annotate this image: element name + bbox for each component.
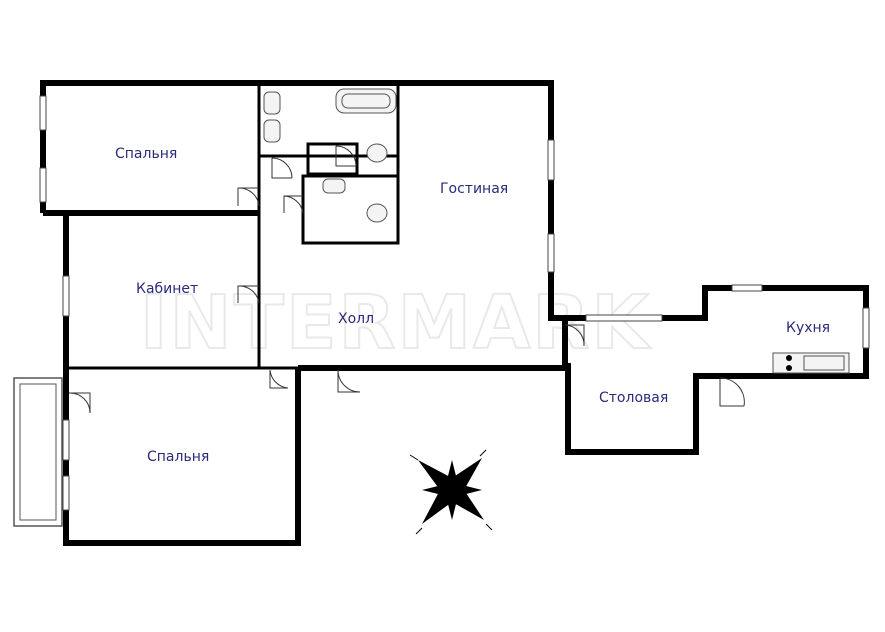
room-label-bedroom-1: Спальня [115,146,177,162]
room-label-kitchen: Кухня [786,320,830,336]
windows [39,95,870,511]
room-label-dining-room: Столовая [599,390,668,406]
room-label-study: Кабинет [136,281,198,297]
interior-walls [43,83,400,370]
room-label-bedroom-2: Спальня [147,449,209,465]
balcony [13,377,63,527]
compass-rose-icon [409,449,493,535]
kitchen-stove [772,352,850,374]
doors [68,145,745,414]
bathroom-fixtures [263,88,397,223]
room-label-living-room: Гостиная [440,181,508,197]
watermark: INTERMARK [140,280,651,366]
room-label-hall: Холл [338,311,374,327]
